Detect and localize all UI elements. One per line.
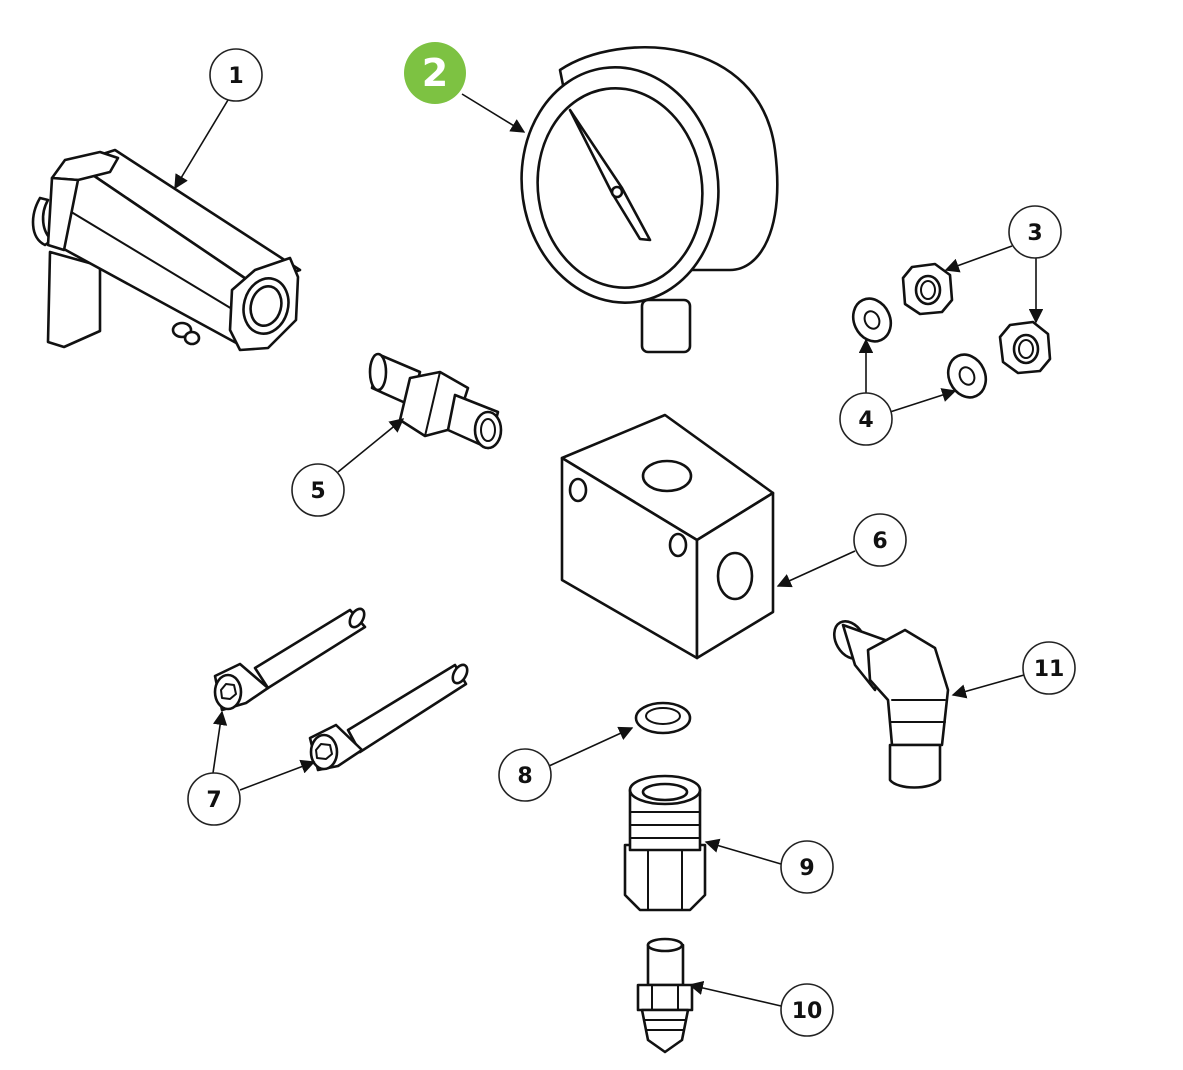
part-7-cap-screws[interactable] — [213, 606, 470, 772]
leader-11 — [951, 674, 1025, 699]
part-2-pressure-gauge[interactable] — [507, 46, 779, 354]
part-6-manifold-block[interactable] — [560, 413, 775, 660]
part-9-quick-coupler[interactable] — [623, 774, 707, 912]
leader-1 — [174, 99, 229, 190]
callout-1[interactable]: 1 — [209, 48, 263, 102]
leader-7b — [239, 759, 316, 791]
callout-2[interactable]: 2 — [404, 42, 466, 104]
callout-11-label: 11 — [1034, 657, 1065, 682]
callout-6[interactable]: 6 — [853, 513, 907, 567]
callout-4[interactable]: 4 — [839, 392, 893, 446]
leader-6 — [776, 550, 856, 588]
leader-4b — [889, 388, 957, 413]
part-3-hex-nuts[interactable] — [901, 262, 1052, 375]
callout-2-label: 2 — [422, 51, 448, 95]
callout-10[interactable]: 10 — [780, 983, 834, 1037]
part-1-lever-valve[interactable] — [31, 148, 302, 352]
callout-8[interactable]: 8 — [498, 748, 552, 802]
part-11-elbow-fitting[interactable] — [828, 616, 950, 789]
leader-5 — [337, 418, 405, 473]
leader-9 — [704, 838, 782, 865]
leader-7a — [212, 710, 228, 774]
callout-4-label: 4 — [858, 408, 873, 433]
leader-10 — [688, 980, 782, 1007]
leader-2 — [461, 93, 526, 133]
callout-9-label: 9 — [799, 856, 814, 881]
part-10-male-fitting[interactable] — [636, 937, 694, 1054]
part-8-o-ring[interactable] — [634, 701, 692, 735]
callout-7-label: 7 — [206, 788, 221, 813]
callout-5[interactable]: 5 — [291, 463, 345, 517]
callout-7[interactable]: 7 — [187, 772, 241, 826]
callout-6-label: 6 — [872, 529, 887, 554]
callout-1-label: 1 — [228, 64, 243, 89]
leader-lines — [174, 93, 1044, 1007]
leader-8 — [548, 726, 634, 767]
callout-11[interactable]: 11 — [1022, 641, 1076, 695]
callout-3[interactable]: 3 — [1008, 205, 1062, 259]
callout-3-label: 3 — [1027, 221, 1042, 246]
callout-5-label: 5 — [310, 479, 325, 504]
part-5-hex-nipple[interactable] — [368, 352, 503, 450]
callout-2-highlight — [404, 42, 466, 104]
callout-9[interactable]: 9 — [780, 840, 834, 894]
callout-10-label: 10 — [792, 999, 823, 1024]
callout-8-label: 8 — [517, 764, 532, 789]
leader-3a — [944, 245, 1013, 273]
part-4-washers[interactable] — [846, 292, 992, 403]
